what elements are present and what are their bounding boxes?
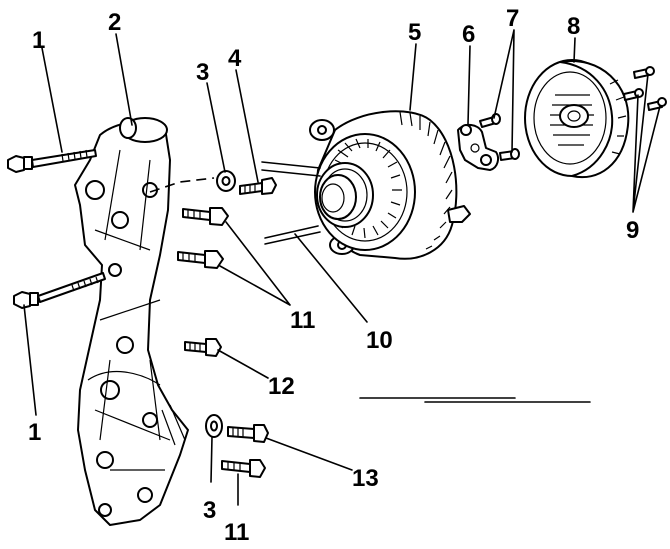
alternator-body [309, 110, 471, 260]
washer-upper [216, 170, 236, 192]
assembly-dashed-line [149, 177, 215, 193]
leader-lines [23, 29, 661, 506]
callout-8: 8 [567, 13, 580, 40]
rear-cover [524, 59, 630, 179]
callout-4: 4 [228, 45, 242, 72]
nut-9-b [623, 88, 644, 101]
callout-10: 10 [366, 327, 393, 354]
bolt-11-middle [177, 250, 224, 269]
belt-line-lower [264, 225, 321, 245]
nut-9-a [633, 66, 655, 79]
bolt-11-upper [182, 207, 229, 226]
callout-9: 9 [626, 217, 639, 244]
screw-7-lower [499, 148, 520, 161]
bolt-13 [227, 424, 269, 443]
nut-9-c [647, 97, 667, 111]
callout-11-lower: 11 [224, 519, 249, 546]
bolt-lower [13, 272, 106, 309]
callout-3-lower: 3 [203, 497, 216, 524]
bolt-12 [184, 338, 222, 357]
voltage-regulator [457, 124, 499, 171]
callout-3-upper: 3 [196, 59, 209, 86]
bolt-4 [239, 177, 277, 195]
bolt-upper [7, 149, 97, 173]
callout-7: 7 [506, 5, 519, 32]
washer-lower [205, 414, 223, 438]
callout-13: 13 [352, 465, 379, 492]
bolt-11-lower [221, 459, 266, 478]
callout-5: 5 [408, 19, 421, 46]
callout-1-lower: 1 [28, 419, 41, 446]
callout-12: 12 [268, 373, 295, 400]
callout-6: 6 [462, 21, 475, 48]
screw-7-upper [479, 113, 501, 128]
alternator-bracket [74, 117, 189, 526]
callout-1-upper: 1 [32, 27, 45, 54]
belt-line-upper [261, 161, 321, 177]
callout-11-middle: 11 [290, 307, 315, 334]
callout-2: 2 [108, 9, 121, 36]
